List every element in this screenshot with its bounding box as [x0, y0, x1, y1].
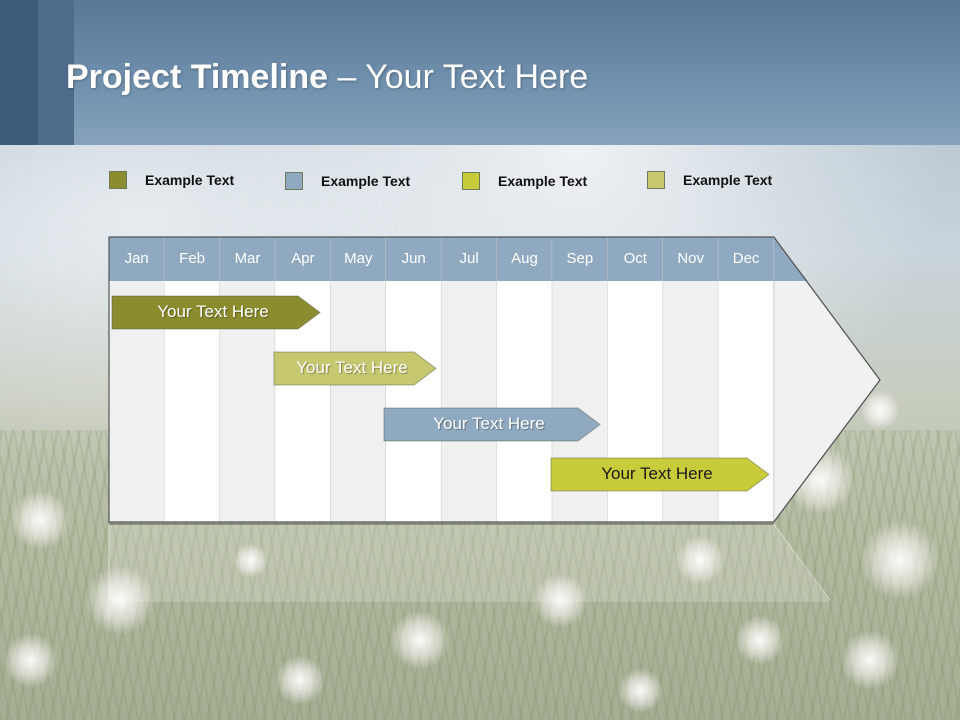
task-bar-label: Your Text Here: [601, 464, 713, 483]
dandelion-puff: [735, 615, 785, 665]
month-column: [330, 281, 386, 522]
month-label: Jul: [459, 250, 479, 267]
month-header-cell: [219, 237, 276, 281]
legend-item-3: Example Text: [462, 172, 587, 190]
month-header-cell: [552, 237, 608, 281]
legend-label: Example Text: [683, 172, 773, 188]
month-header-cell: [663, 237, 719, 281]
legend-item-4: Example Text: [647, 171, 772, 189]
month-header-cell: [496, 237, 553, 281]
month-label: Aug: [511, 250, 538, 267]
month-label: Sep: [566, 250, 594, 267]
month-label: Oct: [623, 250, 647, 267]
month-header-cell: [386, 237, 442, 281]
dandelion-puff: [617, 667, 663, 713]
month-header-cell: [607, 237, 663, 281]
legend-label: Example Text: [321, 173, 411, 189]
task-bar-arrow: [383, 407, 601, 442]
month-label: Jun: [401, 250, 426, 267]
legend-label: Example Text: [145, 172, 235, 188]
month-header-cell: [718, 237, 774, 281]
legend-swatch: [647, 171, 665, 189]
dandelion-puff: [10, 490, 70, 550]
dandelion-puff: [275, 655, 325, 705]
task-bar-arrow: [550, 457, 770, 492]
legend-swatch: [462, 172, 480, 190]
banner-stripe-medium: [38, 0, 74, 145]
month-header-cell: [441, 237, 497, 281]
task-bar-arrow: [273, 351, 437, 386]
month-label: Mar: [234, 250, 261, 267]
legend-label: Example Text: [498, 173, 588, 189]
month-header-cell: [109, 237, 165, 281]
dandelion-puff: [85, 565, 155, 635]
timeline-reflection: [109, 524, 830, 602]
dandelion-puff: [232, 542, 268, 578]
month-label: Nov: [677, 250, 705, 267]
month-label: Apr: [291, 250, 315, 267]
page-title: Project Timeline – Your Text Here: [66, 58, 588, 97]
task-bar-label: Your Text Here: [296, 358, 408, 377]
month-header-cell: [164, 237, 220, 281]
month-column: [441, 281, 497, 522]
month-label: Dec: [732, 250, 760, 267]
page-title-rest: – Your Text Here: [328, 58, 589, 96]
legend-item-2: Example Text: [285, 172, 410, 190]
month-header-cell: [275, 237, 331, 281]
dandelion-puff: [840, 630, 900, 690]
month-label: Feb: [179, 250, 206, 267]
month-header-cell: [330, 237, 386, 281]
dandelion-puff: [2, 632, 58, 688]
month-label: May: [344, 250, 373, 267]
banner-stripe-dark: [0, 0, 38, 145]
dandelion-puff: [390, 610, 450, 670]
month-label: Jan: [124, 250, 149, 267]
month-column: [496, 281, 553, 522]
month-column: [386, 281, 442, 522]
legend-swatch: [285, 172, 303, 190]
task-bar-label: Your Text Here: [157, 302, 269, 321]
task-bar-arrow: [111, 295, 321, 330]
dandelion-puff: [675, 535, 725, 585]
timeline-arrow-outline: [108, 236, 881, 523]
dandelion-puff: [532, 572, 588, 628]
legend-swatch: [109, 171, 127, 189]
legend-item-1: Example Text: [109, 171, 234, 189]
title-banner: Project Timeline – Your Text Here: [0, 0, 960, 145]
task-bar-label: Your Text Here: [433, 414, 545, 433]
page-title-bold: Project Timeline: [66, 58, 329, 96]
dandelion-puff: [860, 520, 940, 600]
reflection-edge: [773, 523, 831, 601]
